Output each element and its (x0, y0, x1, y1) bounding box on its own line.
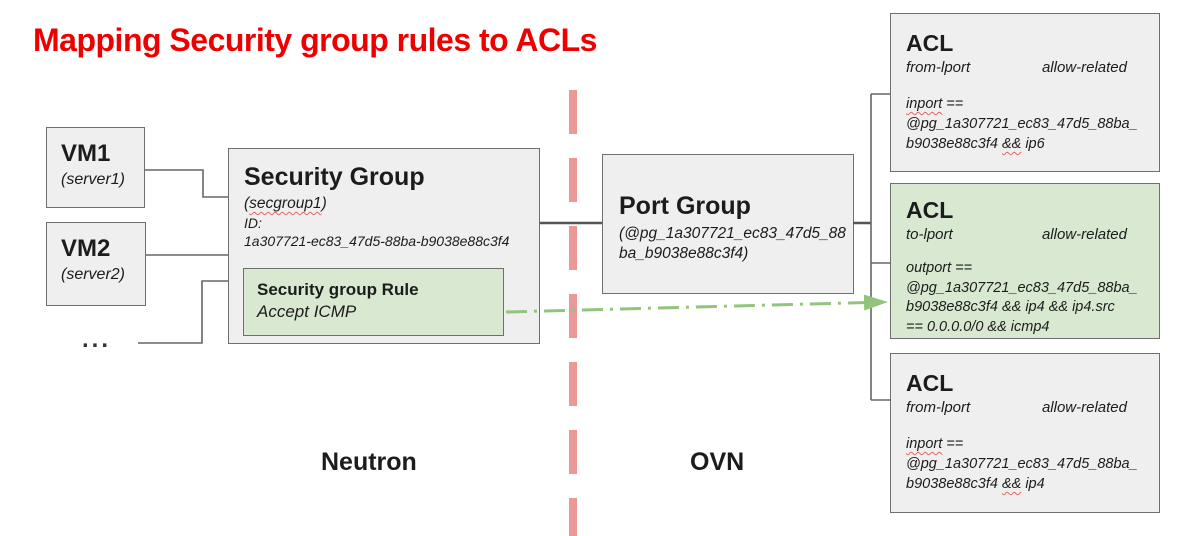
section-label-ovn: OVN (690, 448, 745, 476)
port-group-box: Port Group (@pg_1a307721_ec83_47d5_88 ba… (602, 154, 854, 294)
port-group-alias: (@pg_1a307721_ec83_47d5_88 ba_b9038e88c3… (619, 225, 846, 262)
acl1-direction: from-lport (906, 59, 971, 76)
vm2-box: VM2 (server2) (46, 222, 146, 306)
port-group-title: Port Group (619, 192, 751, 220)
security-group-rule-box: Security group Rule Accept ICMP (243, 268, 504, 336)
acl3-direction: from-lport (906, 399, 971, 416)
acl1-match: inport == @pg_1a307721_ec83_47d5_88ba_ b… (906, 96, 1138, 152)
security-group-id-value: 1a307721-ec83_47d5-88ba-b9038e88c3f4 (244, 233, 510, 249)
acl1-action: allow-related (1041, 59, 1127, 76)
acl1-title: ACL (906, 30, 954, 56)
section-label-neutron: Neutron (321, 448, 417, 476)
acl3-match: inport == @pg_1a307721_ec83_47d5_88ba_ b… (906, 436, 1138, 492)
connector-vm1-to-sg (145, 169, 228, 198)
acl3-action: allow-related (1041, 399, 1127, 416)
vm1-name: VM1 (61, 140, 111, 167)
acl2-direction: to-lport (906, 226, 953, 243)
acl3-title: ACL (906, 370, 954, 396)
more-vms-ellipsis: ... (82, 326, 112, 353)
vm1-box: VM1 (server1) (46, 127, 145, 208)
vm2-name: VM2 (61, 235, 111, 262)
connector-bracket-to-acls (870, 93, 890, 401)
vm2-alias: (server2) (61, 266, 126, 283)
acl-box-icmp-highlighted: ACL to-lport allow-related outport == @p… (890, 183, 1160, 339)
rule-to-acl-arrow (505, 294, 888, 314)
security-group-alias: (secgroup1) (244, 195, 327, 212)
security-group-rule-action: Accept ICMP (257, 302, 357, 321)
security-group-id-label: ID: (244, 215, 262, 231)
acl-box-ip6: ACL from-lport allow-related inport == @… (890, 13, 1160, 172)
acl-box-ip4: ACL from-lport allow-related inport == @… (890, 353, 1160, 513)
security-group-title: Security Group (244, 163, 425, 191)
acl2-action: allow-related (1041, 226, 1127, 243)
connector-ellipsis-to-sg (138, 280, 228, 344)
security-group-rule-title: Security group Rule (257, 280, 419, 299)
diagram-title: Mapping Security group rules to ACLs (33, 22, 597, 58)
vm1-alias: (server1) (61, 171, 126, 188)
acl2-match: outport == @pg_1a307721_ec83_47d5_88ba_ … (906, 260, 1138, 335)
acl2-title: ACL (906, 197, 954, 223)
